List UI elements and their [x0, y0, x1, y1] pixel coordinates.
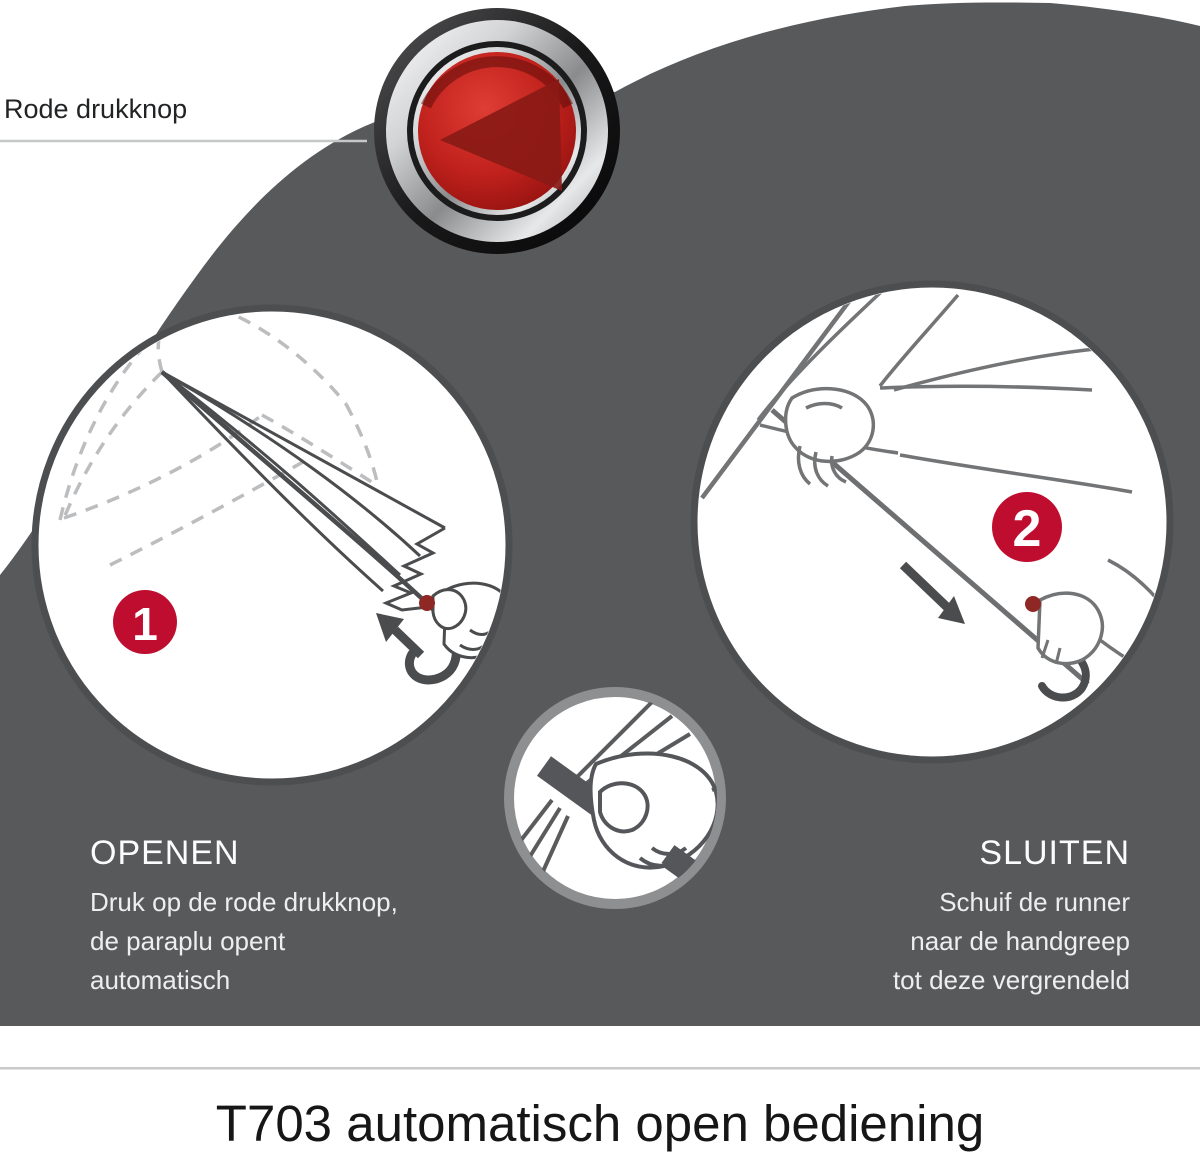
footer-divider [0, 1067, 1200, 1070]
step1-badge [113, 590, 177, 654]
thumb [598, 781, 650, 834]
sleeve-bottom-line [899, 453, 1133, 494]
step1-circle [31, 304, 513, 786]
runner-grip-illustration [504, 687, 726, 909]
step2-line: Schuif de runner [939, 887, 1130, 917]
step1-illustration: 1 [31, 304, 513, 786]
lower-hand-icon [1036, 558, 1161, 702]
open-umbrella-icon [700, 288, 1133, 500]
red-button-dot [1025, 596, 1041, 612]
step2-title: SLUITEN [979, 834, 1130, 872]
step1-line: automatisch [90, 965, 231, 995]
red-push-button-icon [374, 8, 620, 254]
step2-text-block: SLUITEN Schuif de runner naar de handgre… [770, 834, 1130, 1000]
upper-hand-icon [783, 387, 875, 488]
button-triangle-glyph [440, 79, 562, 191]
step1-text-block: OPENEN Druk op de rode drukknop, de para… [90, 834, 450, 1000]
step1-line: Druk op de rode drukknop, [90, 887, 398, 917]
step2-illustration: 2 [690, 280, 1174, 764]
arrow-down-right-icon [899, 561, 965, 624]
product-title: T703 automatisch open bediening [215, 1095, 985, 1152]
step2-line: naar de handgreep [910, 926, 1130, 956]
closed-umbrella-icon [160, 370, 461, 685]
red-button-dot [419, 595, 435, 611]
gripping-hand-icon [588, 751, 717, 870]
step2-badge-number: 2 [1013, 500, 1042, 558]
step1-title: OPENEN [90, 834, 240, 872]
arrow-up-left-icon [376, 613, 425, 659]
step2-badge [992, 492, 1062, 562]
canopy-zigzag-edge [382, 526, 446, 612]
step2-line: tot deze vergrendeld [892, 965, 1130, 995]
button-callout-label: Rode drukknop [4, 94, 188, 124]
step2-circle [690, 280, 1174, 764]
step1-badge-number: 1 [132, 598, 158, 650]
step1-line: de paraplu opent [90, 926, 286, 956]
